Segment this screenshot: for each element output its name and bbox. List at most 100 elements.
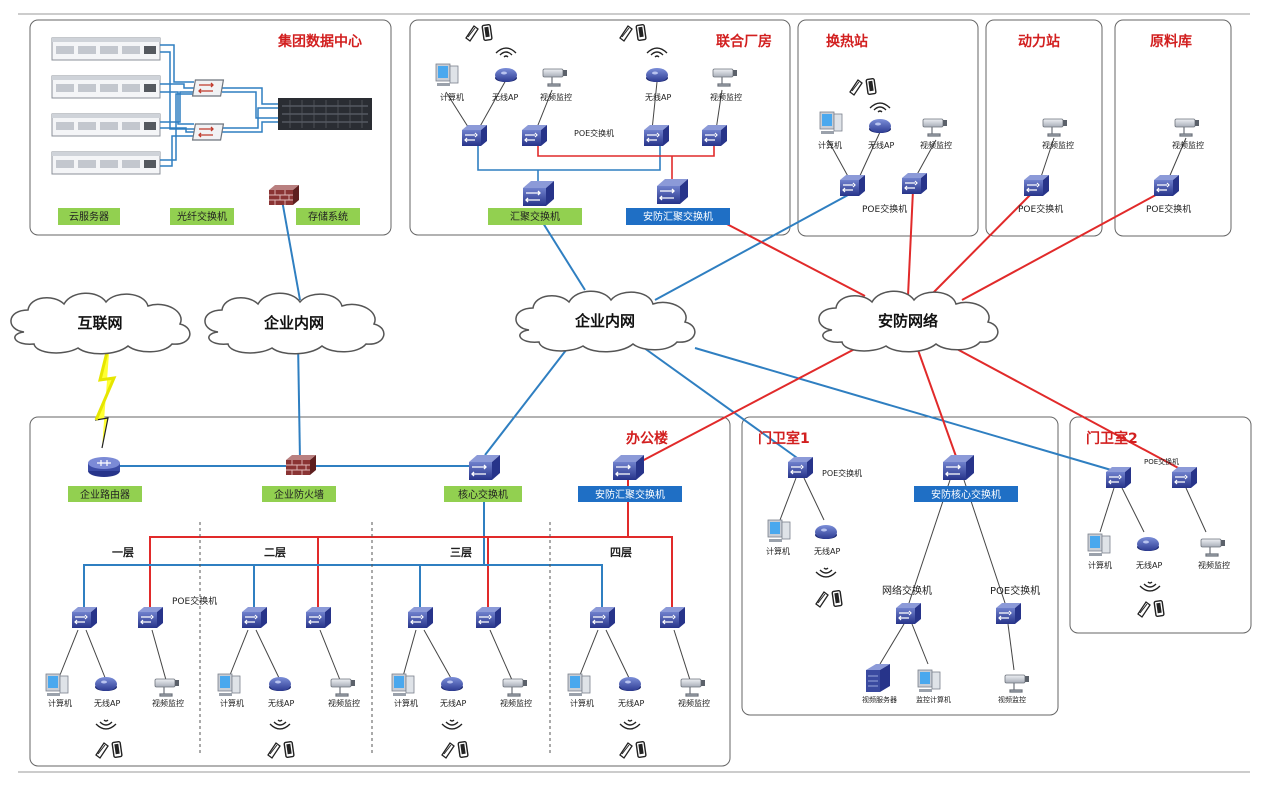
firewall-icon	[268, 184, 300, 206]
office-building-box	[29, 416, 731, 767]
router-icon	[87, 456, 121, 478]
svg-text:安防核心交换机: 安防核心交换机	[931, 488, 1001, 501]
factory-ap1-label: 无线AP	[492, 92, 518, 102]
svg-text:核心交换机: 核心交换机	[458, 488, 508, 501]
storage-tag: 存储系统	[296, 208, 360, 225]
svg-text:光纤交换机: 光纤交换机	[177, 210, 227, 223]
gate1-monitor-pc-label: 监控计算机	[916, 695, 951, 704]
gate1-poe2-label: POE交换机	[990, 584, 1040, 597]
svg-text:汇聚交换机: 汇聚交换机	[510, 210, 560, 223]
svg-text:企业路由器: 企业路由器	[80, 488, 130, 501]
heat-ap-label: 无线AP	[868, 140, 894, 150]
power-poe-label: POE交换机	[1018, 203, 1063, 215]
aggregation-switch-icon	[522, 180, 555, 207]
security-aggregation-switch-icon	[612, 454, 645, 481]
poe-switch-icon	[521, 124, 548, 147]
office-sec-agg-tag: 安防汇聚交换机	[578, 486, 682, 502]
wireless-ap-icon	[815, 525, 837, 539]
gate2-links	[1099, 487, 1207, 533]
wireless-ap-icon	[1137, 537, 1159, 551]
svg-text:计算机: 计算机	[394, 698, 418, 708]
poe-switch-icon	[701, 124, 728, 147]
svg-text:安防汇聚交换机: 安防汇聚交换机	[595, 488, 665, 501]
floor-label-1: 一层	[112, 546, 134, 559]
heat-computer-label: 计算机	[818, 140, 842, 150]
security-aggregation-switch-icon	[656, 178, 689, 205]
svg-text:计算机: 计算机	[570, 698, 594, 708]
poe-switch-icon	[787, 456, 814, 479]
poe-switch-icon	[643, 124, 670, 147]
wireless-ap-icon	[869, 119, 891, 133]
factory-poe-label: POE交换机	[574, 128, 614, 138]
power-cam-label: 视频监控	[1042, 140, 1074, 150]
gate1-sec-core-tag: 安防核心交换机	[914, 486, 1018, 502]
cloud-servers-tag: 云服务器	[58, 208, 120, 225]
gate1-ap-label: 无线AP	[814, 546, 840, 556]
heat-cam-label: 视频监控	[920, 140, 952, 150]
raw-poe-label: POE交换机	[1146, 203, 1191, 215]
security-cloud: 安防网络	[818, 290, 999, 353]
wireless-ap-icon	[646, 68, 668, 82]
office-title: 办公楼	[626, 430, 668, 447]
security-cloud-label: 安防网络	[878, 312, 938, 330]
raw-material-box	[1114, 19, 1232, 237]
svg-text:无线AP: 无线AP	[268, 698, 294, 708]
poe-switch-icon	[1105, 466, 1132, 489]
core-switch-tag: 核心交换机	[444, 486, 522, 502]
gate1-video-server-label: 视频服务器	[862, 695, 897, 704]
gate1-net-switch-label: 网络交换机	[882, 584, 932, 597]
floor-label-2: 二层	[264, 546, 286, 559]
poe-switch-icon	[839, 174, 866, 197]
gate1-cam-label: 视频监控	[998, 695, 1026, 704]
raw-title: 原料库	[1150, 33, 1192, 50]
factory-agg-tag: 汇聚交换机	[488, 208, 582, 225]
fiber-switch-icon	[191, 79, 225, 97]
router-tag: 企业路由器	[68, 486, 142, 502]
storage-system	[278, 98, 372, 130]
floor-dividers	[199, 522, 551, 755]
factory-cam2-label: 视频监控	[710, 92, 742, 102]
intranet-left-label: 企业内网	[263, 314, 324, 332]
intranet-cloud-left: 企业内网	[204, 292, 385, 355]
raw-cam-label: 视频监控	[1172, 140, 1204, 150]
gate1-poe-label: POE交换机	[822, 468, 862, 478]
poe-switch-icon	[1153, 174, 1180, 197]
core-switch-icon	[468, 454, 501, 481]
power-station-box	[985, 19, 1103, 237]
svg-text:无线AP: 无线AP	[618, 698, 644, 708]
svg-text:无线AP: 无线AP	[440, 698, 466, 708]
gate1-title: 门卫室1	[758, 430, 810, 447]
factory-links	[445, 79, 723, 185]
svg-text:计算机: 计算机	[48, 698, 72, 708]
network-switch-icon	[895, 602, 922, 625]
fiber-switch-icon	[191, 123, 225, 141]
power-title: 动力站	[1018, 33, 1060, 50]
poe-switch-icon	[461, 124, 488, 147]
datacenter-links	[160, 44, 278, 167]
gate2-poe-label: POE交换机	[1144, 457, 1179, 466]
firewall-icon	[285, 454, 317, 476]
poe-switch-icon	[995, 602, 1022, 625]
wan-links	[94, 189, 1183, 473]
gate1-computer-label: 计算机	[766, 546, 790, 556]
gate2-computer-label: 计算机	[1088, 560, 1112, 570]
gate2-cam-label: 视频监控	[1198, 560, 1230, 570]
office-poe-note: POE交换机	[172, 595, 217, 607]
factory-ap2-label: 无线AP	[645, 92, 671, 102]
internet-cloud: 互联网	[10, 292, 191, 355]
poe-switch-icon	[1023, 174, 1050, 197]
svg-text:计算机: 计算机	[220, 698, 244, 708]
svg-text:无线AP: 无线AP	[94, 698, 120, 708]
factory-computer-label: 计算机	[440, 92, 464, 102]
svg-text:视频监控: 视频监控	[678, 698, 710, 708]
floor-4-devices: 计算机 无线AP 视频监控	[567, 606, 710, 759]
svg-text:视频监控: 视频监控	[500, 698, 532, 708]
datacenter-title: 集团数据中心	[277, 33, 362, 50]
svg-text:视频监控: 视频监控	[328, 698, 360, 708]
video-server-icon	[866, 664, 890, 692]
svg-text:安防汇聚交换机: 安防汇聚交换机	[643, 210, 713, 223]
factory-sec-agg-tag: 安防汇聚交换机	[626, 208, 730, 225]
security-core-switch-icon	[942, 454, 975, 481]
svg-text:存储系统: 存储系统	[308, 210, 348, 223]
factory-cam1-label: 视频监控	[540, 92, 572, 102]
